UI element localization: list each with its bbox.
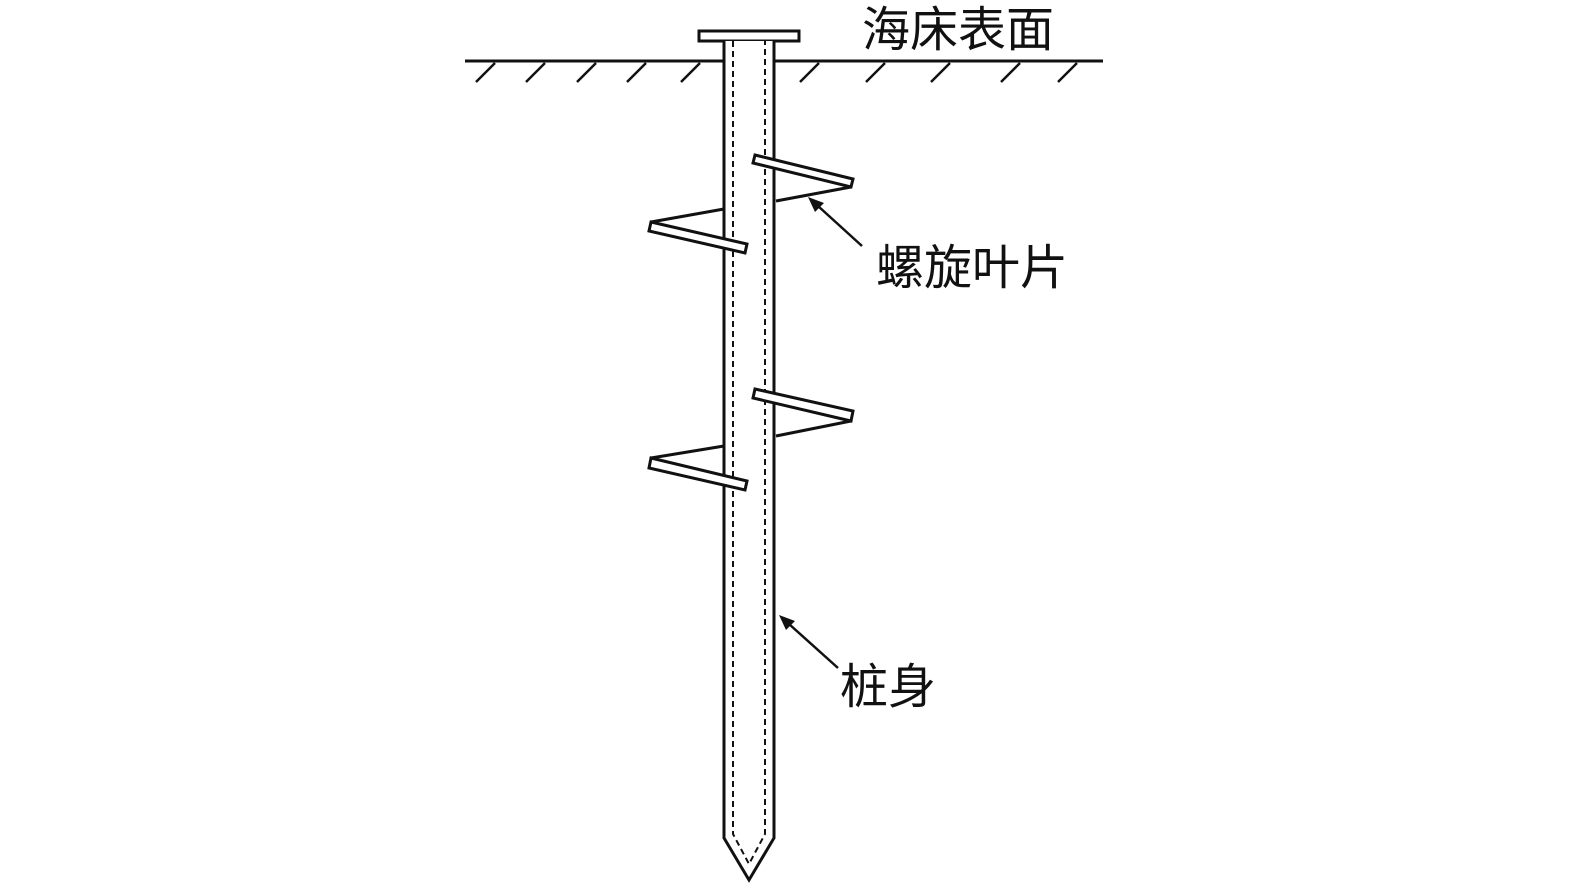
shaft-leader-arrow (779, 615, 839, 669)
pile-shaft-inner-dashed (732, 41, 766, 867)
pile-shaft-label: 桩身 (840, 659, 937, 715)
seabed-surface-label: 海床表面 (862, 2, 1055, 58)
blade-leader-arrow (808, 197, 863, 247)
helical-blade-upper (647, 153, 855, 255)
soil-hatching (475, 62, 1078, 83)
helical-blade-label: 螺旋叶片 (876, 240, 1069, 296)
helical-blade-lower (647, 387, 855, 492)
pile-cap (697, 29, 801, 43)
